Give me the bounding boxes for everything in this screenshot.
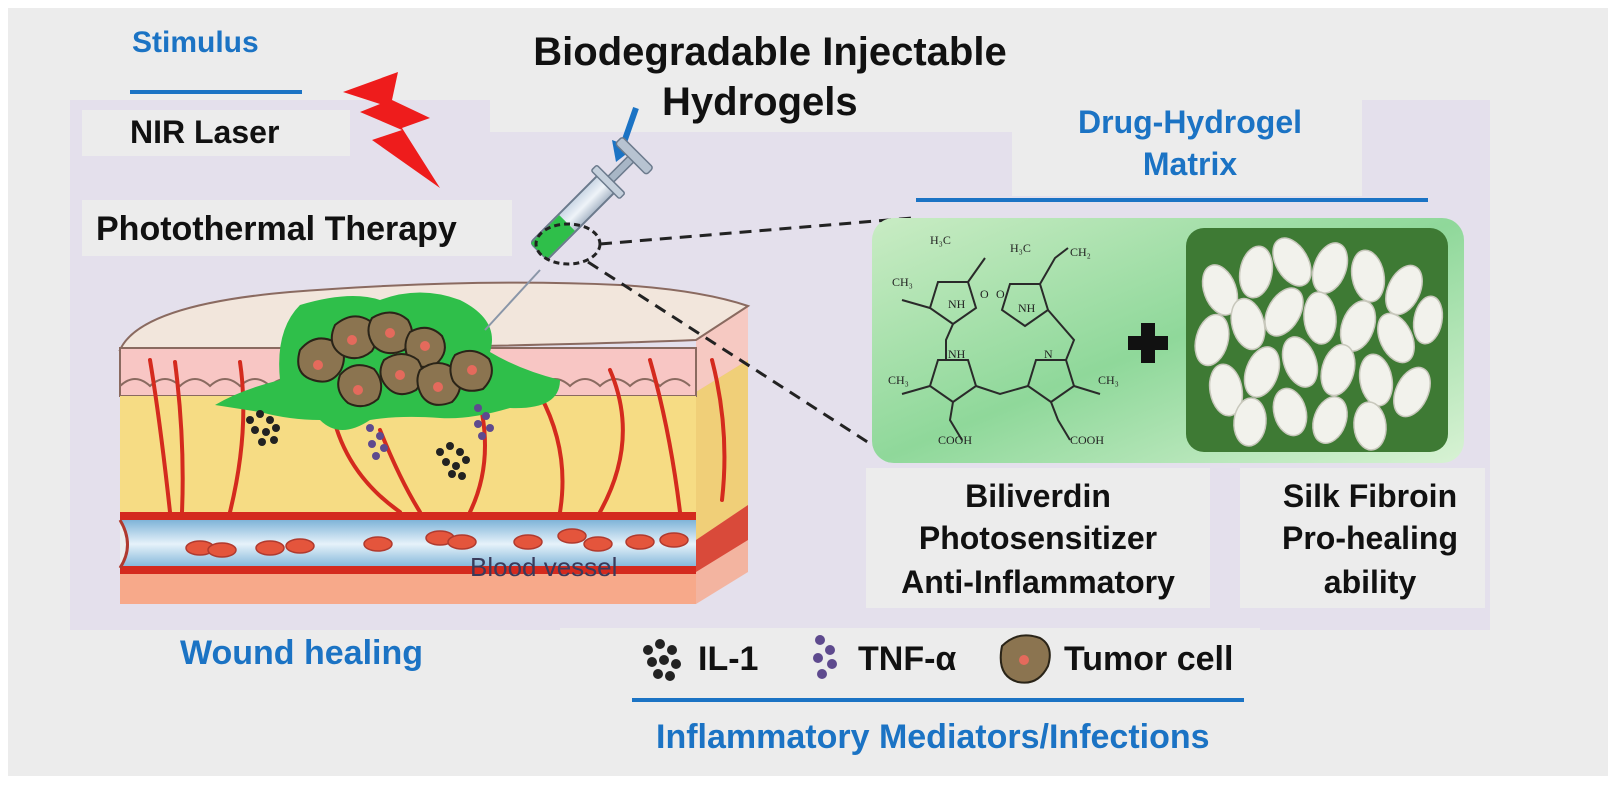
matrix-divider <box>916 198 1428 202</box>
silk-fibroin-role2: ability <box>1323 564 1417 600</box>
zoom-line-top <box>599 216 913 246</box>
inflammatory-caption: Inflammatory Mediators/Infections <box>656 718 1210 756</box>
svg-text:CH₃: CH₃ <box>1098 373 1119 387</box>
svg-text:N: N <box>1044 347 1053 361</box>
svg-text:CH₃: CH₃ <box>892 275 913 289</box>
svg-text:H₃C: H₃C <box>930 233 951 247</box>
silk-cocoons-image <box>1186 228 1448 452</box>
svg-text:COOH: COOH <box>1070 433 1104 447</box>
matrix-heading-line1: Drug-Hydrogel <box>1078 104 1302 140</box>
laser-bolt-icon <box>343 72 440 188</box>
silk-fibroin-name: Silk Fibroin <box>1282 478 1458 514</box>
svg-text:COOH: COOH <box>938 433 972 447</box>
skin-cross-section <box>118 281 751 604</box>
svg-text:CH₃: CH₃ <box>888 373 909 387</box>
stimulus-divider <box>130 90 302 94</box>
svg-text:O: O <box>996 287 1005 301</box>
biliverdin-role1: Photosensitizer <box>918 520 1158 556</box>
svg-text:CH₂: CH₂ <box>1070 245 1091 259</box>
hydrogel-title-line2: Hydrogels <box>662 80 858 124</box>
syringe-icon <box>484 137 653 331</box>
svg-text:NH: NH <box>948 297 966 311</box>
photothermal-therapy-label: Photothermal Therapy <box>96 210 457 248</box>
legend-label-tumor-cell: Tumor cell <box>1064 640 1234 678</box>
plus-icon <box>1128 323 1168 363</box>
legend-label-tnf: TNF-α <box>858 640 957 678</box>
wound-healing-caption: Wound healing <box>180 634 424 672</box>
biliverdin-structure-icon <box>901 247 1101 441</box>
svg-text:NH: NH <box>948 347 966 361</box>
biliverdin-role2: Anti-Inflammatory <box>901 564 1175 600</box>
zoom-line-bottom <box>587 260 881 452</box>
matrix-heading-line2: Matrix <box>1142 146 1238 182</box>
svg-text:NH: NH <box>1018 301 1036 315</box>
blood-vessel-label: Blood vessel <box>470 552 618 582</box>
tnf-cluster-icon <box>813 635 837 679</box>
svg-text:H₃C: H₃C <box>1010 241 1031 255</box>
il1-cluster-icon <box>643 639 681 681</box>
legend-divider <box>632 698 1244 702</box>
svg-text:O: O <box>980 287 989 301</box>
molecule-atom-labels: H₃C CH₂ H₃C CH₃ CH₃ CH₃ NH NH NH N O O C… <box>888 233 1119 447</box>
nir-laser-label: NIR Laser <box>130 114 280 150</box>
hydrogel-title-line1: Biodegradable Injectable <box>533 30 1007 74</box>
stimulus-heading: Stimulus <box>132 26 259 59</box>
legend-label-il1: IL-1 <box>698 640 759 678</box>
silk-fibroin-role1: Pro-healing <box>1281 520 1458 556</box>
biliverdin-name: Biliverdin <box>965 478 1111 514</box>
tumor-cell-icon <box>999 634 1051 684</box>
